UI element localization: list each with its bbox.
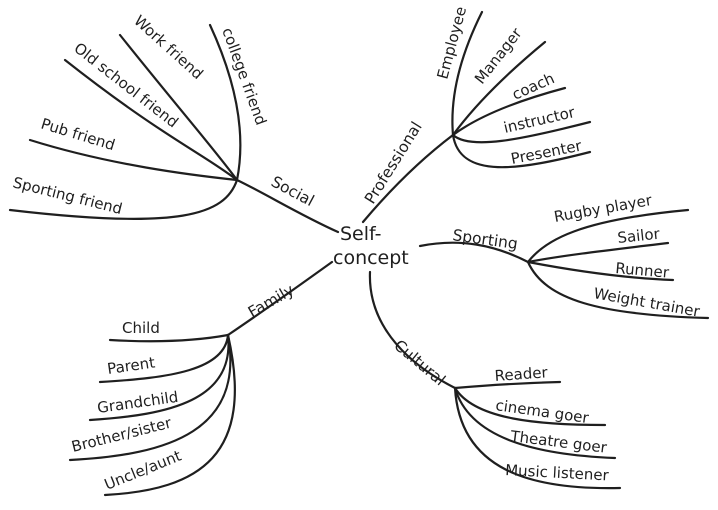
leaf-presenter: Presenter [509, 136, 584, 168]
branch-label-cultural: Cultural [390, 336, 448, 389]
center-label-line2: concept [333, 247, 409, 269]
connector-manager [451, 40, 547, 137]
connector-uncle-aunt [103, 333, 236, 497]
connector-child [108, 333, 230, 343]
leaf-sailor: Sailor [617, 225, 662, 247]
connector-college-friend [208, 23, 242, 182]
leaf-employee: Employee [433, 5, 470, 81]
connector-cultural [368, 270, 457, 390]
branch-cultural: Cultural Reader cinema goer Theatre goer… [368, 270, 622, 490]
leaf-grandchild: Grandchild [96, 388, 179, 417]
branch-label-family: Family [245, 281, 297, 322]
connector-work-friend [118, 33, 239, 182]
leaf-child: Child [122, 319, 160, 337]
leaf-instructor: instructor [502, 103, 578, 137]
leaf-college-friend: college friend [218, 25, 270, 127]
connector-rugby-player [526, 208, 690, 264]
leaf-uncle-aunt: Uncle/aunt [102, 447, 184, 494]
branch-label-professional: Professional [361, 119, 426, 208]
leaf-coach: coach [509, 69, 557, 103]
connector-professional [361, 133, 455, 224]
center-label-line1: Self- [340, 223, 382, 245]
connector-sporting [418, 241, 530, 264]
leaf-pub-friend: Pub friend [39, 115, 117, 155]
connector-music-listener [453, 386, 622, 490]
branch-sporting: Sporting Rugby player Sailor Runner Weig… [418, 191, 710, 321]
leaf-brother-sister: Brother/sister [70, 413, 174, 455]
connector-social [235, 178, 340, 234]
center-node: Self- concept [333, 223, 409, 269]
connector-reader [453, 380, 562, 390]
branch-social: Social Work friend college friend Old sc… [8, 12, 340, 234]
connector-sailor [526, 241, 670, 264]
connector-family [226, 260, 334, 337]
connector-employee [451, 10, 484, 137]
branch-label-sporting: Sporting [451, 226, 518, 253]
leaf-manager: Manager [471, 24, 526, 88]
connector-cinema-goer [453, 386, 607, 427]
branch-label-social: Social [268, 173, 317, 210]
leaf-parent: Parent [106, 353, 156, 378]
connector-theatre-goer [453, 386, 617, 460]
leaf-runner: Runner [615, 259, 671, 282]
connector-sporting-friend [8, 178, 239, 221]
leaf-rugby-player: Rugby player [553, 191, 655, 226]
connector-brother-sister [68, 333, 232, 462]
leaf-work-friend: Work friend [130, 12, 206, 83]
connector-runner [526, 260, 675, 282]
connector-presenter [451, 133, 592, 169]
branch-professional: Professional Employee Manager coach inst… [361, 5, 592, 224]
connector-coach [451, 86, 567, 137]
connector-pub-friend [28, 138, 239, 182]
connector-parent [98, 333, 230, 384]
connector-weight-trainer [526, 260, 710, 320]
connector-grandchild [88, 333, 230, 422]
connector-old-school-friend [63, 58, 239, 182]
leaf-music-listener: Music listener [505, 461, 610, 484]
leaf-reader: Reader [494, 363, 549, 385]
branch-family: Family Child Parent Grandchild Brother/s… [68, 260, 334, 497]
connector-instructor [451, 120, 592, 144]
